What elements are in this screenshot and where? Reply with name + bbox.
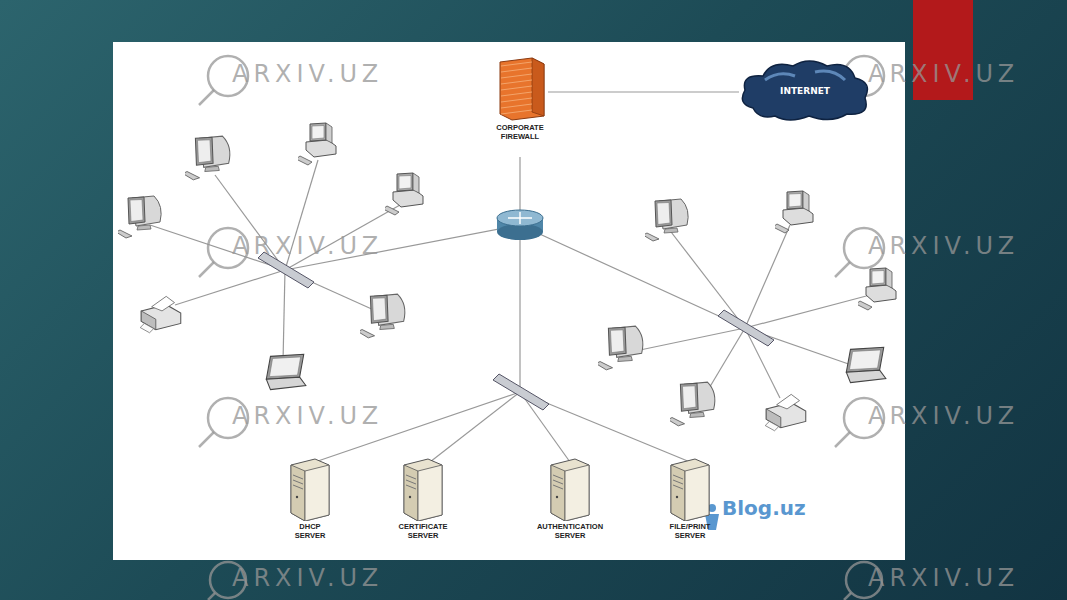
server-node: FILE/PRINT SERVER [645, 455, 735, 540]
srv-icon [398, 455, 448, 521]
fw-icon [492, 56, 548, 122]
srv-icon [665, 455, 715, 521]
watermark: ARXIV.UZ [232, 564, 383, 592]
server-node: DHCP SERVER [265, 455, 355, 540]
cloud-label: INTERNET [735, 58, 875, 124]
server-node: AUTHENTICATION SERVER [525, 455, 615, 540]
server-node: CERTIFICATE SERVER [378, 455, 468, 540]
node-label: CERTIFICATE SERVER [398, 523, 447, 540]
srv-icon [285, 455, 335, 521]
watermark: ARXIV.UZ [232, 402, 383, 430]
node-label: AUTHENTICATION SERVER [537, 523, 603, 540]
watermark: ARXIV.UZ [232, 60, 383, 88]
node-label: CORPORATE FIREWALL [496, 124, 543, 141]
internet-cloud: INTERNET [735, 58, 875, 124]
firewall-node: CORPORATE FIREWALL [484, 56, 556, 141]
node-label: FILE/PRINT SERVER [670, 523, 711, 540]
srv-icon [545, 455, 595, 521]
watermark: ARXIV.UZ [868, 60, 1019, 88]
node-label: DHCP SERVER [295, 523, 326, 540]
site-watermark: Blog.uz [722, 496, 806, 520]
watermark: ARXIV.UZ [868, 402, 1019, 430]
network-link [548, 91, 739, 92]
watermark: ARXIV.UZ [868, 564, 1019, 592]
watermark: ARXIV.UZ [868, 232, 1019, 260]
watermark: ARXIV.UZ [232, 232, 383, 260]
